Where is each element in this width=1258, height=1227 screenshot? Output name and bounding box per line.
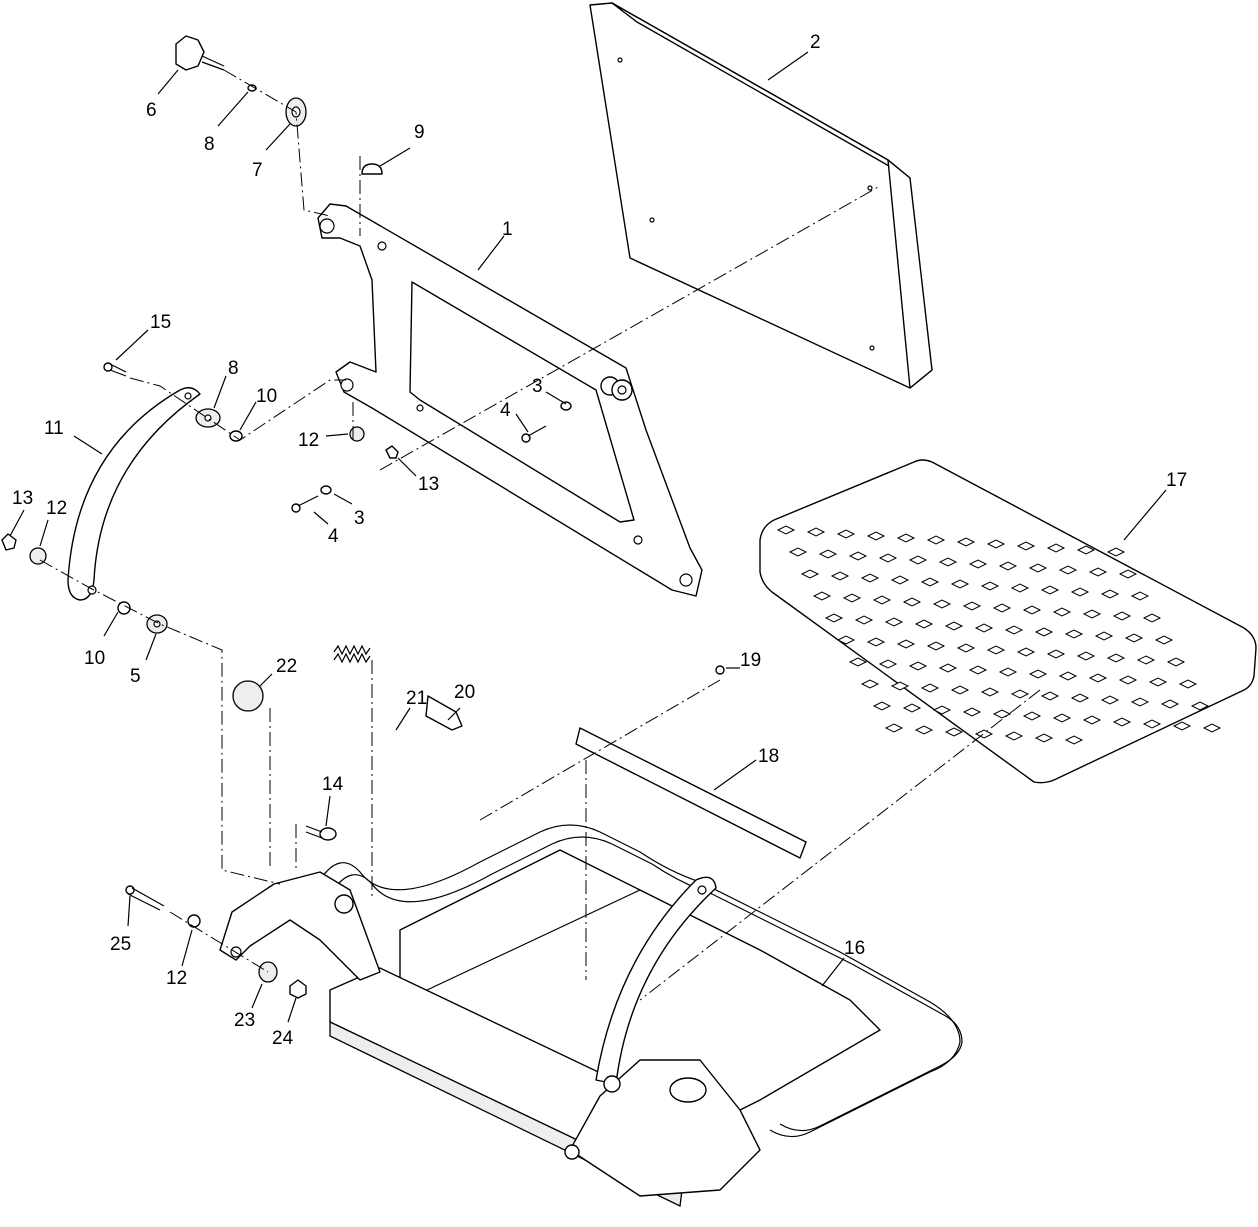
part-screw [715, 665, 725, 675]
callout-10b: 10 [84, 648, 105, 669]
part-pin [305, 825, 337, 841]
part-spring-pin [333, 644, 463, 731]
callout-12c: 12 [166, 968, 187, 989]
callout-8a: 8 [204, 134, 215, 155]
callout-12a: 12 [46, 498, 67, 519]
callouts: 1 2 3 3 4 4 5 6 7 8 8 9 10 10 11 12 12 [9, 32, 1187, 1049]
callout-10a: 10 [256, 386, 277, 407]
callout-13b: 13 [418, 474, 439, 495]
callout-5: 5 [130, 666, 141, 687]
callout-6: 6 [146, 100, 157, 121]
part-backrest-pad [589, 2, 933, 389]
assembly-lines [39, 69, 1041, 1001]
callout-4a: 4 [500, 400, 511, 421]
part-ball-knob [232, 680, 264, 712]
part-rail [575, 727, 807, 859]
callout-3b: 3 [354, 508, 365, 529]
callout-17: 17 [1166, 470, 1187, 491]
callout-1: 1 [502, 219, 513, 240]
callout-2: 2 [810, 32, 821, 53]
callout-25: 25 [110, 934, 131, 955]
callout-18: 18 [758, 746, 779, 767]
part-curved-strap [67, 387, 201, 601]
callout-19: 19 [740, 650, 761, 671]
part-hardware-base [125, 885, 307, 999]
callout-13a: 13 [12, 488, 33, 509]
callout-23: 23 [234, 1010, 255, 1031]
callout-16: 16 [844, 938, 865, 959]
callout-12b: 12 [298, 430, 319, 451]
callout-21: 21 [406, 688, 427, 709]
tread-diamonds [776, 525, 1222, 745]
callout-4b: 4 [328, 526, 339, 547]
callout-9: 9 [414, 122, 425, 143]
callout-7: 7 [252, 160, 263, 181]
part-backrest-frame [317, 203, 703, 597]
callout-24: 24 [272, 1028, 294, 1049]
callout-3a: 3 [532, 376, 543, 397]
callout-15: 15 [150, 312, 171, 333]
callout-8b: 8 [228, 358, 239, 379]
callout-14: 14 [322, 774, 344, 795]
part-knob-assembly [175, 35, 307, 127]
part-footrest-frame [219, 824, 963, 1207]
callout-20: 20 [454, 682, 475, 703]
callout-11: 11 [44, 418, 64, 439]
part-cap [361, 163, 383, 175]
callout-22: 22 [276, 656, 297, 677]
part-tread-plate [759, 459, 1257, 784]
